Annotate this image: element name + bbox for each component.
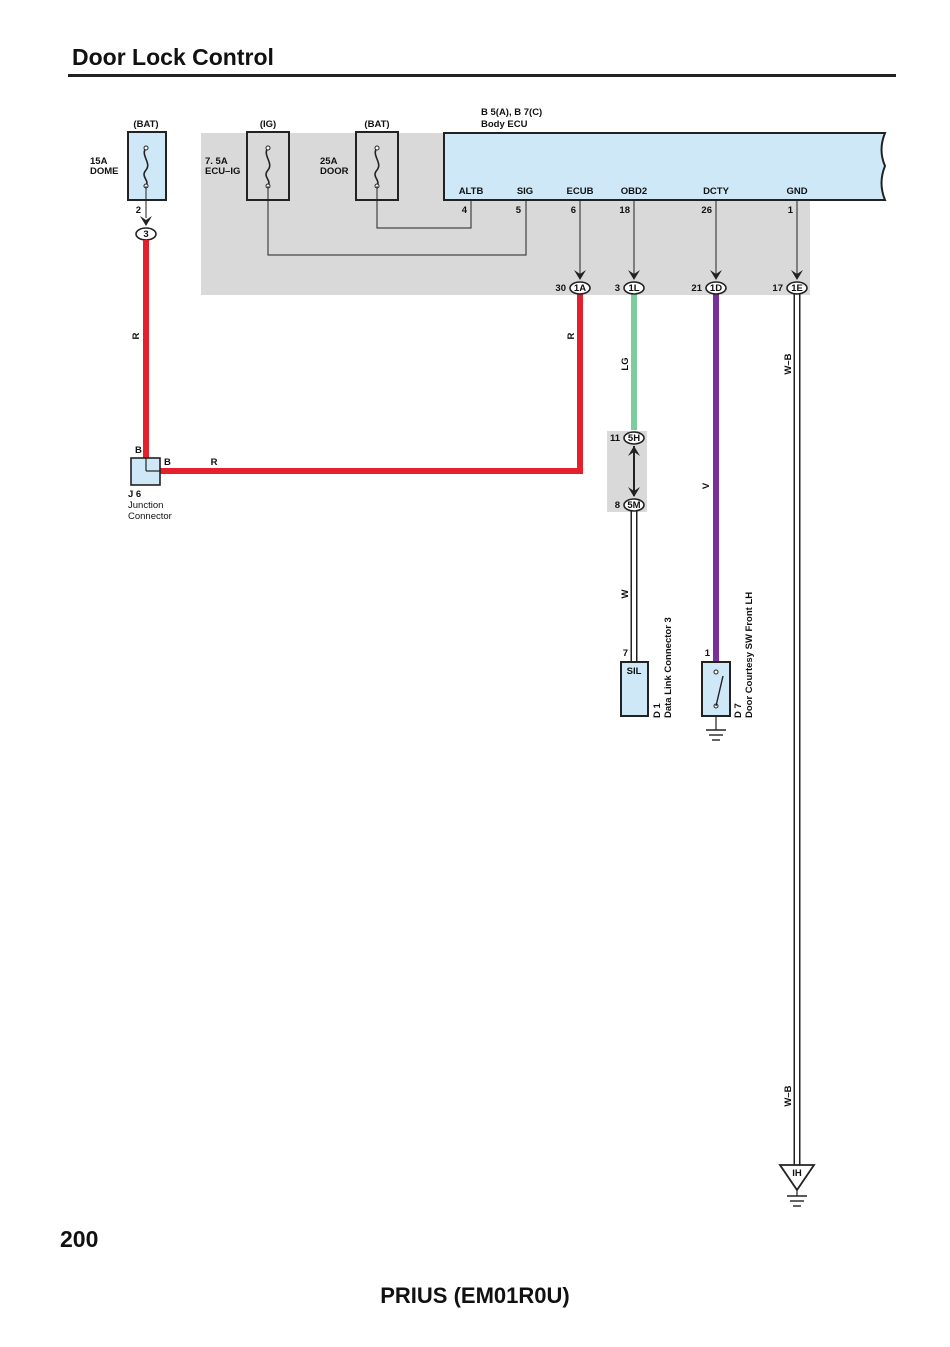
- wire-red-ecub: [160, 294, 583, 474]
- junction-1D-pin: 21: [691, 283, 702, 294]
- dlc-connector: [620, 661, 649, 717]
- junction-1L: [623, 270, 645, 295]
- door-switch-name: Door Courtesy SW Front LH: [744, 592, 755, 718]
- fuse-ecu-ig: [246, 131, 290, 201]
- j6-pin-top: B: [135, 445, 142, 456]
- page-number: 200: [60, 1226, 99, 1252]
- ecu-name: Body ECU: [481, 119, 528, 130]
- junction-1A: [569, 270, 591, 295]
- door-switch-ref: D 7: [733, 703, 744, 718]
- dlc-pin: 7: [623, 648, 628, 659]
- ecu-pin-gnd: 1: [788, 205, 794, 216]
- wire-ecuig-sig: [267, 186, 527, 256]
- ecu-terminal-ecub: ECUB: [567, 186, 594, 197]
- fuse-ecuig-supply: (IG): [260, 119, 276, 130]
- ecu-pin-ecub: 6: [571, 205, 576, 216]
- ecu-terminal-altb: ALTB: [459, 186, 484, 197]
- wire-color-w-b-upper: W–B: [783, 353, 794, 374]
- junction-5M: [623, 487, 645, 512]
- junction-1E: [786, 270, 808, 295]
- fuse-door-name: DOOR: [320, 166, 349, 177]
- fuse-door-supply: (BAT): [364, 119, 389, 130]
- ecu-pin-altb: 4: [462, 205, 468, 216]
- body-ecu-box: [443, 132, 887, 201]
- junction-5H: [623, 431, 645, 456]
- wire-color-w-b-lower: W–B: [783, 1085, 794, 1106]
- junction-5H-pin: 11: [610, 433, 621, 444]
- ecu-pin-sig: 5: [516, 205, 522, 216]
- junction-5H-id: 5H: [628, 433, 640, 444]
- junction-1A-pin: 30: [555, 283, 566, 294]
- wire-door-altb: [376, 186, 472, 229]
- wire-color-w: W: [620, 589, 631, 598]
- ground-ih-label: IH: [792, 1168, 802, 1179]
- ecu-pin-dcty: 26: [701, 205, 712, 216]
- j6-pin-right: B: [164, 457, 171, 468]
- door-switch: [701, 661, 731, 741]
- wire-color-dome-r: R: [131, 332, 142, 339]
- junction-1L-id: 1L: [628, 283, 639, 294]
- junction-connector-j6: [130, 457, 161, 486]
- junction-1D: [705, 270, 727, 295]
- wire-color-v: V: [701, 482, 712, 489]
- dlc-name: Data Link Connector 3: [663, 617, 674, 718]
- fuse-ecuig-amp: 7. 5A: [205, 156, 228, 167]
- junction-1L-pin: 3: [615, 283, 620, 294]
- title-rule: [68, 74, 896, 77]
- ecu-ref: B 5(A), B 7(C): [481, 107, 542, 118]
- junction-5M-pin: 8: [615, 500, 620, 511]
- fuse-dome: [127, 131, 167, 201]
- ecu-pin-obd2: 18: [619, 205, 630, 216]
- fuse-dome-name: DOME: [90, 166, 119, 177]
- ecu-terminal-dcty: DCTY: [703, 186, 730, 197]
- ecu-terminal-sig: SIG: [517, 186, 533, 197]
- j6-name-2: Connector: [128, 511, 172, 522]
- footer-model: PRIUS (EM01R0U): [380, 1283, 570, 1308]
- junction-1D-id: 1D: [710, 283, 722, 294]
- door-switch-pin: 1: [705, 648, 711, 659]
- fuse-dome-amp: 15A: [90, 156, 108, 167]
- ground-ih: [778, 1164, 816, 1207]
- junction-1E-pin: 17: [772, 283, 783, 294]
- dlc-ref: D 1: [652, 703, 663, 719]
- wire-color-ecub-r: R: [566, 332, 577, 339]
- fuse-dome-pin: 2: [136, 205, 141, 216]
- page-title: Door Lock Control: [72, 44, 274, 70]
- ecu-terminal-gnd: GND: [786, 186, 807, 197]
- wire-color-lg: LG: [620, 357, 631, 370]
- junction-1A-id: 1A: [574, 283, 586, 294]
- ecu-terminal-obd2: OBD2: [621, 186, 647, 197]
- junction-harness-area: [607, 431, 647, 512]
- junction-1E-id: 1E: [791, 283, 803, 294]
- junction-5M-id: 5M: [627, 500, 640, 511]
- dlc-terminal: SIL: [627, 666, 642, 677]
- fuse-door-amp: 25A: [320, 156, 338, 167]
- wire-color-junction-r: R: [211, 457, 218, 468]
- connector-3-label: 3: [143, 229, 148, 240]
- fuse-ecuig-name: ECU–IG: [205, 166, 240, 177]
- j6-ref: J 6: [128, 489, 141, 500]
- fuse-dome-supply: (BAT): [133, 119, 158, 130]
- j6-name-1: Junction: [128, 500, 163, 511]
